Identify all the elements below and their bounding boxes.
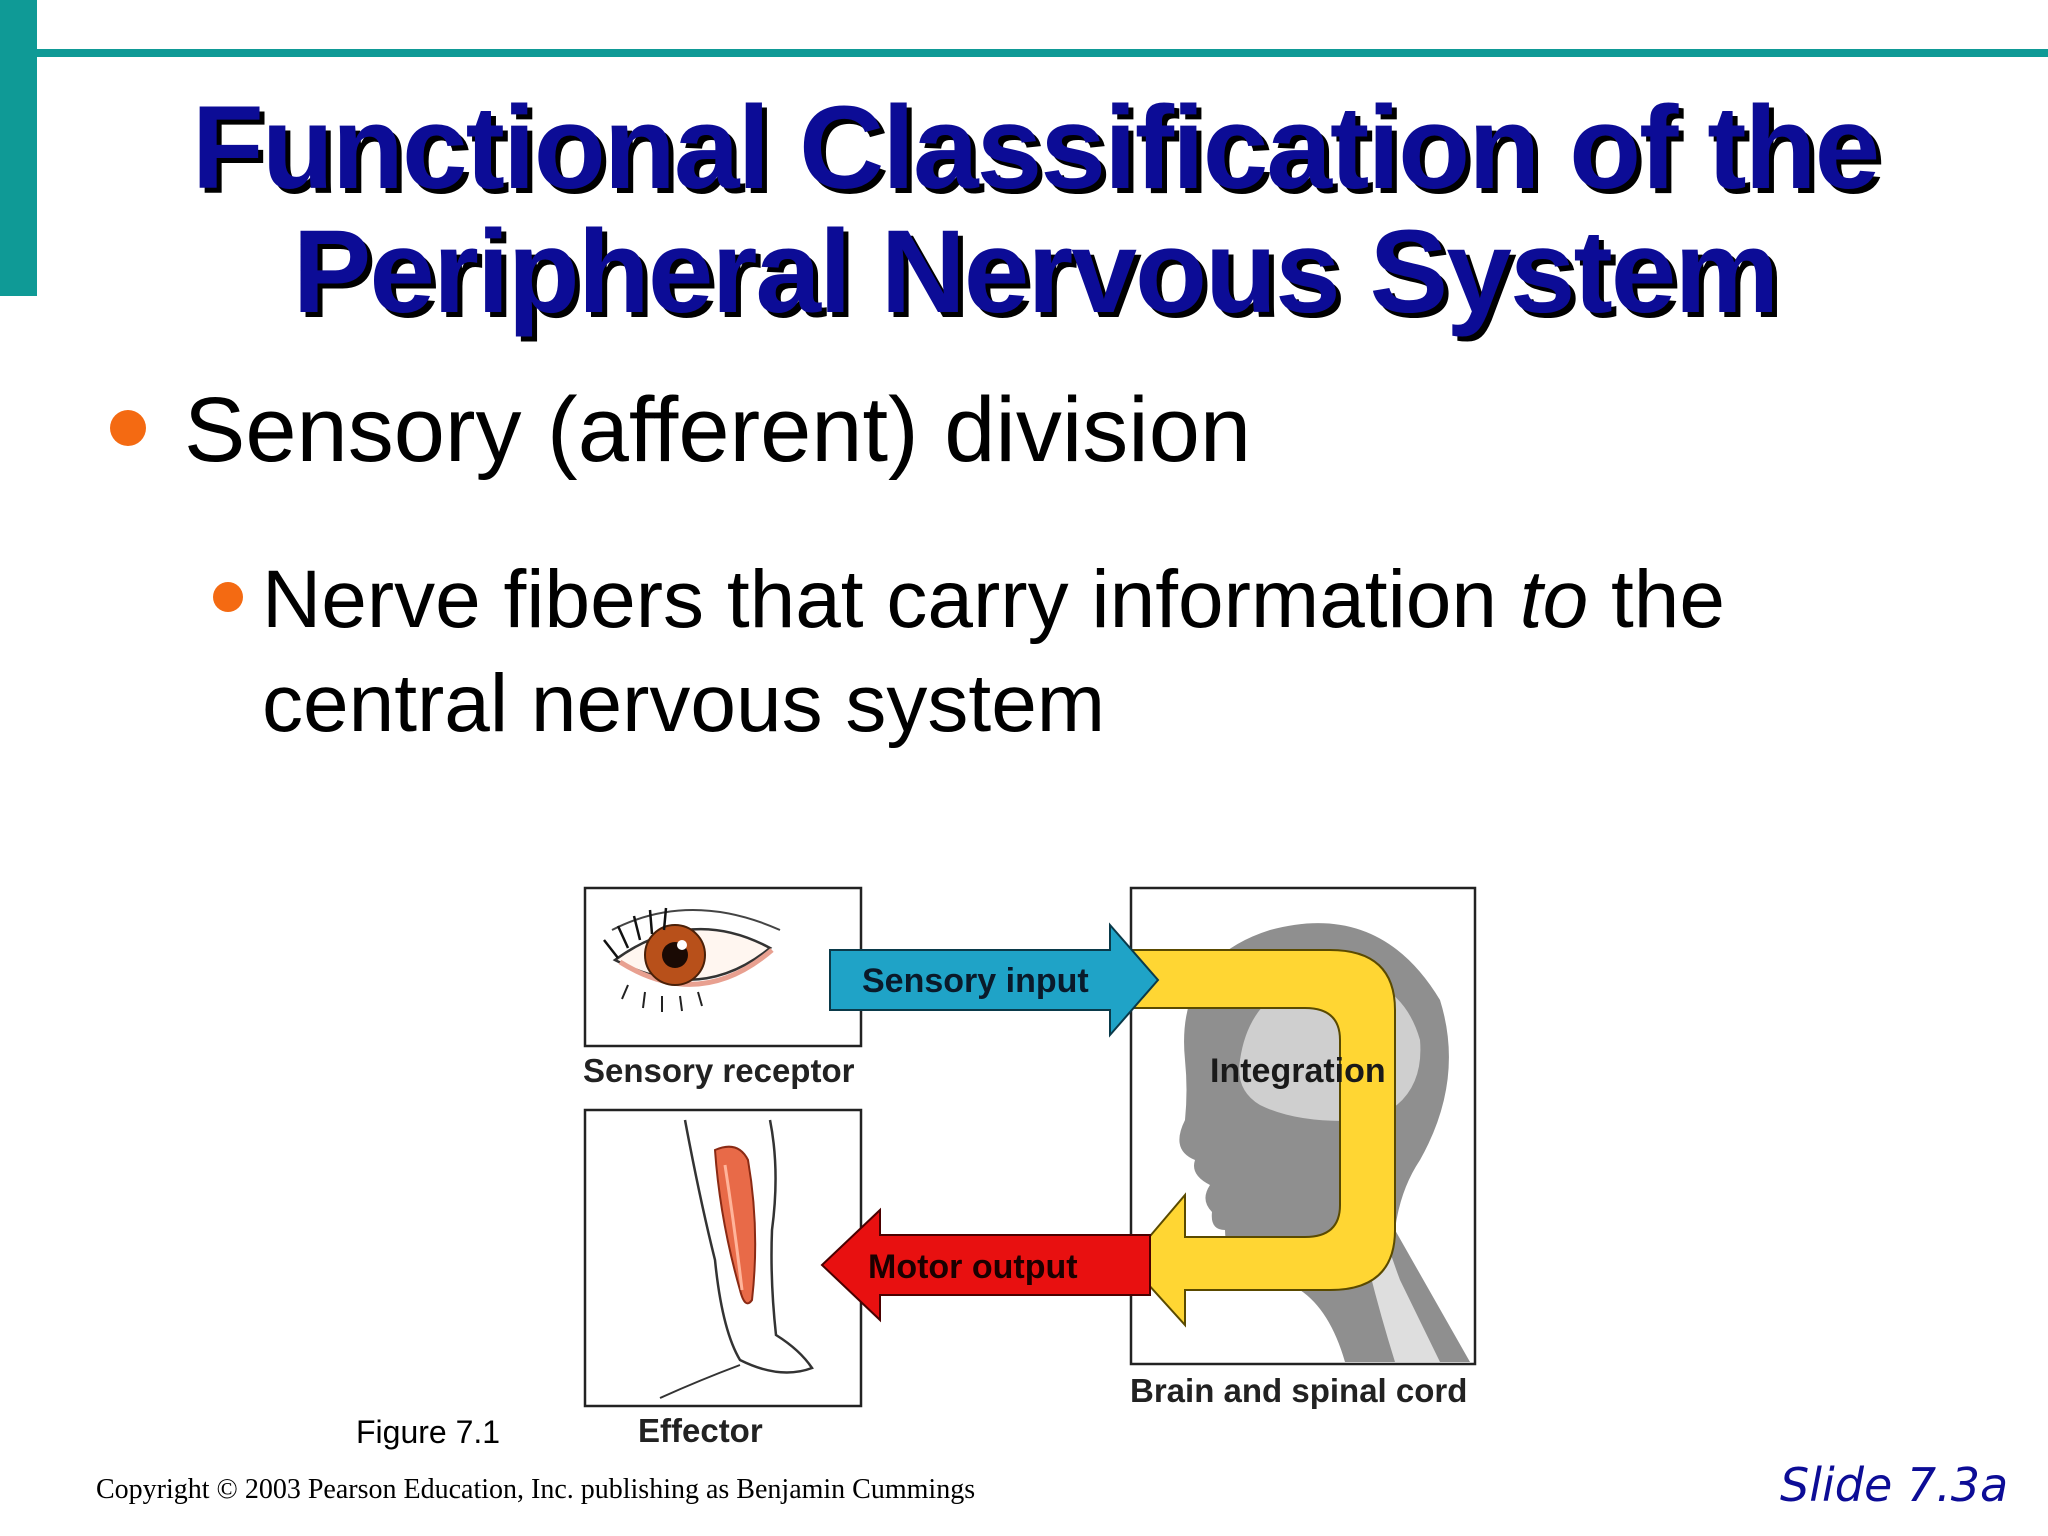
bullet-icon [110,410,146,446]
title-line-1: Functional Classification of the [191,82,1880,214]
sub-bullet-text-end: the central nervous system [262,554,1725,749]
title-line-2: Peripheral Nervous System [292,206,1780,338]
slide-title: Functional Classification of the Periphe… [80,86,1990,334]
sensory-input-label: Sensory input [862,962,1089,1000]
effector-label: Effector [638,1412,763,1449]
motor-output-label: Motor output [868,1248,1078,1286]
leg-icon [659,1119,814,1399]
motor-output-arrow [820,1207,1151,1323]
sub-bullet-nerve-fibers: Nerve fibers that carry information to t… [262,548,1902,756]
integration-arrow [1126,949,1396,1328]
sub-bullet-emphasis: to [1519,554,1589,645]
sub-bullet-icon [213,582,243,612]
bullet-sensory-division: Sensory (afferent) division [184,379,1252,481]
accent-bar [0,0,37,296]
pns-figure: Sensory receptor Effector Brain and spin… [583,886,1477,1449]
copyright-notice: Copyright © 2003 Pearson Education, Inc.… [96,1474,976,1505]
sensory-input-arrow [829,922,1160,1038]
integration-label: Integration [1210,1052,1386,1090]
sensory-receptor-label: Sensory receptor [583,1052,855,1089]
brain-spinal-cord-label: Brain and spinal cord [1130,1372,1467,1409]
sub-bullet-text-start: Nerve fibers that carry information [262,554,1520,645]
eye-icon [603,907,781,1012]
slide-number: Slide 7.3a [1780,1458,2009,1512]
top-rule [37,49,2048,57]
figure-caption: Figure 7.1 [356,1414,501,1450]
